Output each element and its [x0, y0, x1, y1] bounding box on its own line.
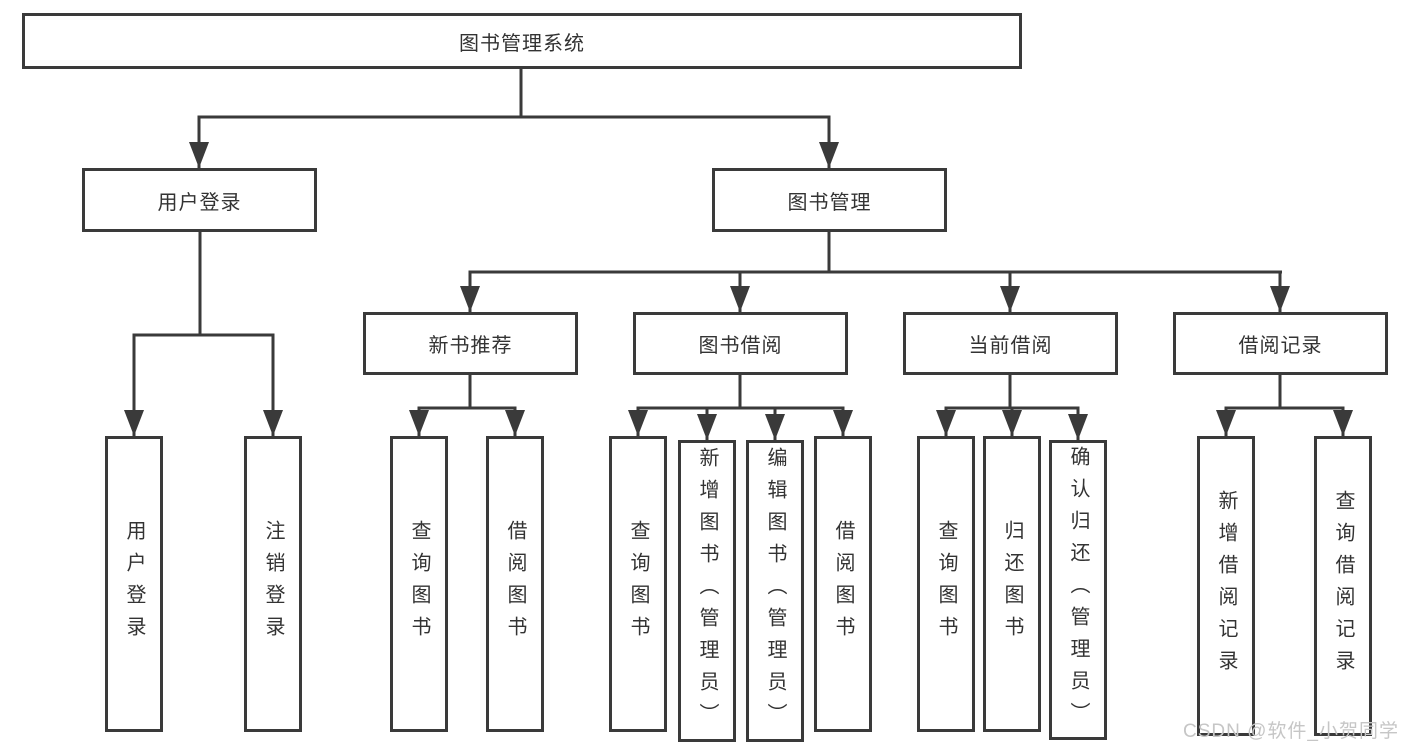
leaf-add-borrow-record: 新增借阅记录 [1197, 436, 1255, 736]
leaf-label: 新增图书（管理员） [696, 447, 718, 735]
node-label: 图书借阅 [698, 335, 783, 357]
node-label: 图书管理系统 [459, 32, 585, 55]
node-label: 当前借阅 [968, 335, 1053, 357]
node-label: 借阅记录 [1238, 335, 1323, 357]
leaf-label: 借阅图书 [504, 520, 526, 648]
leaf-query-books-borrow: 查询图书 [609, 436, 667, 732]
node-library-management-system: 图书管理系统 [22, 13, 1022, 69]
node-label: 用户登录 [157, 191, 242, 214]
node-user-login: 用户登录 [82, 168, 317, 232]
leaf-label: 编辑图书（管理员） [764, 447, 786, 735]
leaf-label: 查询图书 [408, 520, 430, 648]
leaf-query-books-recommend: 查询图书 [390, 436, 448, 732]
csdn-watermark: CSDN @软件_小贺同学 [1183, 721, 1399, 742]
leaf-logout: 注销登录 [244, 436, 302, 732]
leaf-label: 用户登录 [123, 520, 145, 648]
node-new-book-recommend: 新书推荐 [363, 312, 578, 375]
leaf-label: 借阅图书 [832, 520, 854, 648]
node-label: 图书管理 [787, 191, 872, 214]
leaf-label: 确认归还（管理员） [1067, 446, 1089, 734]
node-book-management: 图书管理 [712, 168, 947, 232]
leaf-label: 归还图书 [1001, 520, 1023, 648]
leaf-query-books-current: 查询图书 [917, 436, 975, 732]
leaf-return-book: 归还图书 [983, 436, 1041, 732]
node-book-borrow: 图书借阅 [633, 312, 848, 375]
leaf-label: 新增借阅记录 [1215, 490, 1237, 682]
node-borrow-records: 借阅记录 [1173, 312, 1388, 375]
leaf-add-book-admin: 新增图书（管理员） [678, 440, 736, 742]
leaf-borrow-books-recommend: 借阅图书 [486, 436, 544, 732]
leaf-edit-book-admin: 编辑图书（管理员） [746, 440, 804, 742]
node-label: 新书推荐 [428, 335, 513, 357]
node-current-borrow: 当前借阅 [903, 312, 1118, 375]
leaf-label: 查询借阅记录 [1332, 490, 1354, 682]
leaf-label: 注销登录 [262, 520, 284, 648]
leaf-confirm-return-admin: 确认归还（管理员） [1049, 440, 1107, 740]
leaf-user-login: 用户登录 [105, 436, 163, 732]
leaf-borrow-books-borrow: 借阅图书 [814, 436, 872, 732]
leaf-label: 查询图书 [935, 520, 957, 648]
leaf-query-borrow-record: 查询借阅记录 [1314, 436, 1372, 736]
leaf-label: 查询图书 [627, 520, 649, 648]
